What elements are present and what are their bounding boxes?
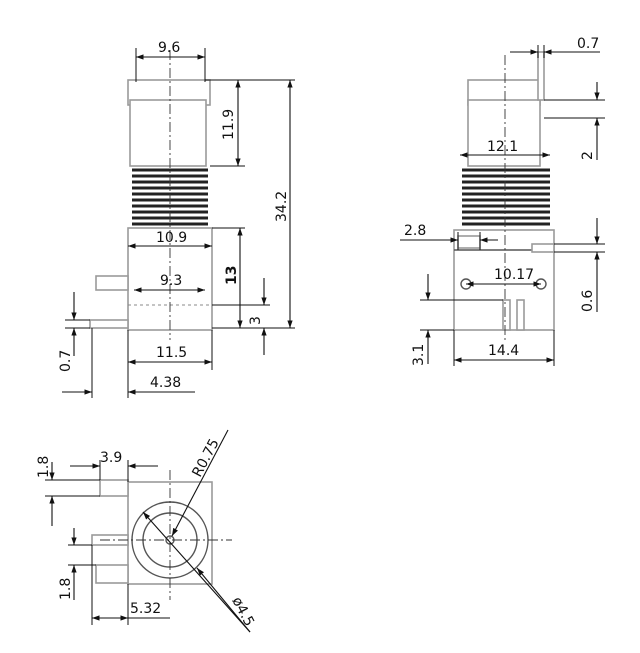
dim-side-width-top: 9.6: [158, 40, 180, 56]
dim-front-tab-width: 0.7: [577, 36, 599, 52]
dim-front-pin-pitch: 10.17: [494, 267, 534, 283]
front-thread: [462, 168, 550, 226]
dim-side-body-height: 13: [224, 266, 240, 285]
side-view: 9.6 11.9 34.2 10.9 13 9.3 3 0.7: [58, 40, 295, 398]
front-tab: [537, 51, 545, 101]
dim-front-base-width: 14.4: [488, 343, 519, 359]
dim-side-pin-offset-h: 4.38: [150, 375, 181, 391]
front-side-pin: [531, 243, 555, 253]
side-pin-lower: [89, 319, 129, 329]
front-center-pin-2: [516, 299, 525, 331]
dim-bottom-radius: R0.75: [189, 436, 222, 480]
front-head-body: [467, 99, 541, 167]
dim-bottom-pin-spacing: 3.9: [100, 450, 122, 466]
front-view: 0.7 2 12.1 2.8 0.6 10.17 3.1: [400, 36, 605, 366]
front-slot: [457, 235, 481, 249]
dim-side-base-width: 11.5: [156, 345, 187, 361]
dim-side-total-height: 34.2: [274, 191, 290, 222]
dim-front-pin-length: 3.1: [411, 344, 427, 366]
bottom-pin-top: [99, 479, 129, 497]
dim-front-tab-height: 2: [580, 151, 596, 160]
dim-bottom-pin-width-top: 1.8: [36, 456, 52, 478]
dim-front-pin-slot: 2.8: [404, 223, 426, 239]
dim-front-pin-thickness: 0.6: [580, 290, 596, 312]
dim-side-head-height: 11.9: [221, 109, 237, 140]
dim-side-base-height: 3: [248, 316, 264, 325]
bottom-view: 3.9 1.8 1.8 5.32 R0.75 ø4.5: [36, 429, 257, 633]
dim-bottom-pin-width-bottom: 1.8: [58, 578, 74, 600]
side-pin-upper: [95, 275, 129, 291]
dim-bottom-pin-offset: 5.32: [130, 601, 161, 617]
front-center-pin-1: [502, 299, 511, 331]
side-head-body: [129, 99, 207, 167]
dim-side-body-width: 10.9: [156, 230, 187, 246]
dim-side-pin-offset-v: 0.7: [58, 350, 74, 372]
dim-front-thread-width: 12.1: [487, 139, 518, 155]
dim-side-inner-width: 9.3: [160, 273, 182, 289]
bottom-pin-bottom: [95, 564, 129, 584]
